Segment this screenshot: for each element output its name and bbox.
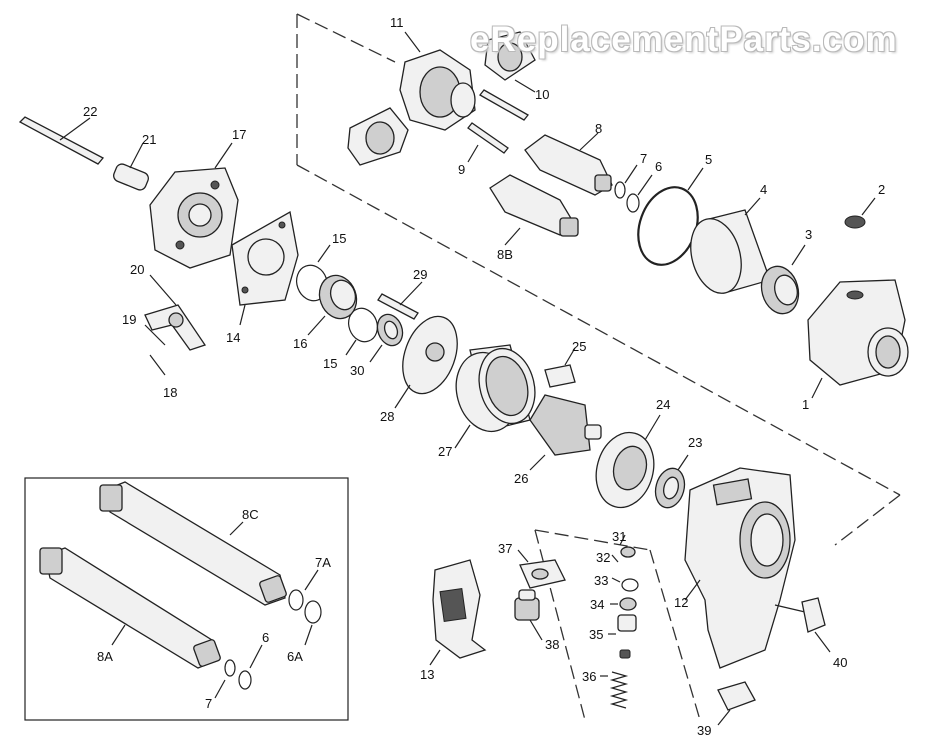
label-part-32: 32 xyxy=(596,550,611,565)
part-30-bearing xyxy=(369,313,404,363)
part-12-main-housing xyxy=(684,467,796,669)
part-24-front-plate xyxy=(595,414,661,509)
label-part-39: 39 xyxy=(697,723,712,738)
label-part-27: 27 xyxy=(438,444,453,459)
part-hammer-block xyxy=(347,107,409,166)
label-part-12: 12 xyxy=(674,595,689,610)
valve-stack-31-36 xyxy=(600,534,639,709)
part-9-pins xyxy=(467,89,529,163)
part-14-gasket xyxy=(231,210,299,326)
label-part-38: 38 xyxy=(545,637,560,652)
label-part-40: 40 xyxy=(833,655,848,670)
part-1-front-housing xyxy=(807,279,909,399)
label-part-19: 19 xyxy=(122,312,137,327)
part-3-bushing xyxy=(760,244,806,315)
label-part-37: 37 xyxy=(498,541,513,556)
part-7-6-rings xyxy=(614,164,653,213)
part-22-pin xyxy=(18,116,105,165)
label-part-23: 23 xyxy=(688,435,703,450)
label-part-29: 29 xyxy=(413,267,428,282)
part-20-valve xyxy=(144,274,207,376)
label-part-17: 17 xyxy=(232,127,247,142)
label-part-25: 25 xyxy=(572,339,587,354)
part-21-sleeve xyxy=(113,142,149,191)
part-37-plate xyxy=(517,549,566,589)
label-part-22: 22 xyxy=(83,104,98,119)
inset-label-8c: 8C xyxy=(242,507,259,522)
label-part-14: 14 xyxy=(226,330,241,345)
assembly-dashed-lines xyxy=(296,13,901,721)
label-part-36: 36 xyxy=(582,669,597,684)
part-38-inlet xyxy=(514,589,543,641)
part-11-hammer-cage xyxy=(399,31,476,131)
label-part-3: 3 xyxy=(805,227,813,242)
part-15-oring xyxy=(296,244,378,356)
inset-part-8c xyxy=(99,481,322,646)
inset-label-6: 6 xyxy=(262,630,270,645)
label-part-34: 34 xyxy=(590,597,605,612)
inset-label-7a: 7A xyxy=(315,555,331,570)
label-part-5: 5 xyxy=(705,152,713,167)
label-part-2: 2 xyxy=(878,182,886,197)
label-part-30: 30 xyxy=(350,363,365,378)
part-8b-anvil xyxy=(489,174,579,246)
label-part-20: 20 xyxy=(130,262,145,277)
inset-label-7: 7 xyxy=(205,696,213,711)
part-2-plug xyxy=(844,197,876,229)
inset-box xyxy=(24,477,349,721)
part-27-cylinder xyxy=(454,344,536,449)
part-4-sleeve xyxy=(690,197,771,294)
label-part-6: 6 xyxy=(655,159,663,174)
label-part-31: 31 xyxy=(612,529,627,544)
label-part-35: 35 xyxy=(589,627,604,642)
label-part-8b: 8B xyxy=(497,247,513,262)
label-part-7: 7 xyxy=(640,151,648,166)
label-part-21: 21 xyxy=(142,132,157,147)
label-part-15a: 15 xyxy=(332,231,347,246)
label-part-4: 4 xyxy=(760,182,768,197)
label-part-33: 33 xyxy=(594,573,609,588)
part-28-rear-plate xyxy=(394,315,458,409)
label-part-15b: 15 xyxy=(323,356,338,371)
part-39-base-pad xyxy=(717,681,756,726)
part-26-rotor xyxy=(529,394,602,471)
part-17-end-plate xyxy=(149,142,239,269)
label-part-13: 13 xyxy=(420,667,435,682)
label-part-11: 11 xyxy=(390,15,404,30)
part-16-bearing xyxy=(307,274,358,336)
part-40-trigger xyxy=(774,597,831,653)
label-part-26: 26 xyxy=(514,471,529,486)
label-part-10: 10 xyxy=(535,87,550,102)
label-part-16: 16 xyxy=(293,336,308,351)
inset-label-6a: 6A xyxy=(287,649,303,664)
part-10-hammer xyxy=(484,31,536,93)
part-23-bearing xyxy=(654,454,689,509)
inset-part-8a xyxy=(39,547,263,699)
part-25-vane xyxy=(544,347,576,388)
label-part-18: 18 xyxy=(163,385,178,400)
part-29-pin xyxy=(377,281,423,320)
watermark-text: eReplacementParts.com xyxy=(470,20,898,59)
label-part-9: 9 xyxy=(458,162,466,177)
label-part-8: 8 xyxy=(595,121,603,136)
label-part-28: 28 xyxy=(380,409,395,424)
label-part-1: 1 xyxy=(802,397,810,412)
part-13-grip xyxy=(429,559,487,666)
label-part-24: 24 xyxy=(656,397,671,412)
part-8-anvil xyxy=(524,132,613,196)
inset-label-8a: 8A xyxy=(97,649,113,664)
